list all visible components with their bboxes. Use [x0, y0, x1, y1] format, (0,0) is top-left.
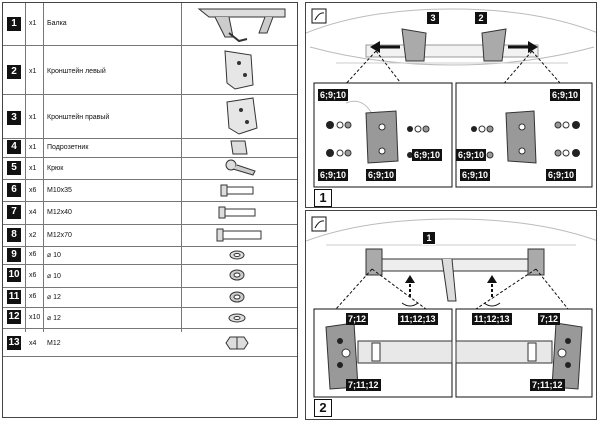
part-qty: x4 [29, 209, 37, 216]
hex-nut-icon [225, 336, 249, 350]
part-qty: x6 [29, 272, 37, 279]
towbar-beam-icon [197, 8, 286, 43]
parts-row: 5 x1 Крюк [3, 157, 297, 180]
bolt-medium-icon [218, 206, 256, 219]
part-qty: x2 [29, 232, 37, 239]
installation-figure-2: 1 7;12 11;12;13 7;11;12 11;12;13 7;12 7;… [305, 210, 597, 420]
bolt-short-icon [220, 184, 254, 197]
part-number: 5 [7, 161, 21, 175]
parts-row: 11 x6 ⌀ 12 [3, 287, 297, 308]
parts-row: 4 x1 Подрозетник [3, 138, 297, 158]
part-qty: x1 [29, 144, 37, 151]
part-number: 8 [7, 228, 21, 242]
part-number: 2 [7, 65, 21, 79]
part-number: 11 [7, 290, 21, 304]
fastener-tag: 7;11;12 [346, 379, 381, 391]
part-label: M12x70 [47, 232, 72, 239]
spring-washer-icon [229, 291, 245, 303]
parts-row: 8 x2 M12x70 [3, 224, 297, 247]
parts-row: 9 x6 ⌀ 10 [3, 246, 297, 265]
fastener-tag: 6;9;10 [412, 149, 443, 161]
part-qty: x6 [29, 187, 37, 194]
part-number: 4 [7, 140, 21, 154]
callout-bracket-right-number: 3 [426, 11, 440, 25]
parts-row: 1 x1 Балка [3, 3, 297, 46]
washer-icon [229, 250, 245, 260]
parts-row: 6 x6 M10x35 [3, 179, 297, 202]
part-label: ⌀ 12 [47, 294, 61, 301]
part-number: 3 [7, 111, 21, 125]
column-divider [25, 3, 26, 332]
part-qty: x4 [29, 340, 37, 347]
part-number: 6 [7, 183, 21, 197]
spring-washer-icon [229, 269, 245, 281]
fastener-tag: 6;9;10 [318, 89, 349, 101]
callout-bracket-left-number: 2 [474, 11, 488, 25]
parts-row: 2 x1 Кронштейн левый [3, 45, 297, 95]
fastener-tag: 7;12 [346, 313, 369, 325]
part-number: 7 [7, 205, 21, 219]
part-qty: x1 [29, 68, 37, 75]
fastener-tag: 11;12;13 [472, 313, 512, 325]
part-qty: x1 [29, 114, 37, 121]
fastener-tag: 11;12;13 [398, 313, 438, 325]
part-label: M10x35 [47, 187, 72, 194]
installation-figure-1: 3 2 6;9;10 6;9;10 6;9;10 6;9;10 6;9;10 6… [305, 2, 597, 208]
fastener-tag: 6;9;10 [456, 149, 487, 161]
column-divider [43, 3, 44, 332]
part-label: Подрозетник [47, 144, 89, 151]
socket-plate-icon [230, 140, 248, 155]
part-label: M12x40 [47, 209, 72, 216]
part-qty: x10 [29, 314, 41, 321]
part-label: M12 [47, 340, 61, 347]
parts-row: 10 x6 ⌀ 10 [3, 264, 297, 288]
part-number: 9 [7, 248, 21, 262]
parts-row: 7 x4 M12x40 [3, 201, 297, 225]
callout-beam-number: 1 [422, 231, 436, 245]
fastener-tag: 7;12 [538, 313, 561, 325]
part-label: Балка [47, 20, 67, 27]
part-number: 12 [7, 310, 21, 324]
fastener-tag: 6;9;10 [366, 169, 397, 181]
part-number: 13 [7, 336, 21, 350]
fastener-tag: 6;9;10 [550, 89, 581, 101]
part-label: Кронштейн правый [47, 114, 110, 121]
part-label: ⌀ 12 [47, 315, 61, 322]
part-label: Крюк [47, 165, 64, 172]
part-qty: x6 [29, 293, 37, 300]
part-qty: x1 [29, 165, 37, 172]
part-qty: x6 [29, 251, 37, 258]
fastener-tag: 6;9;10 [318, 169, 349, 181]
fastener-tag: 7;11;12 [530, 379, 565, 391]
parts-list-table: 1 x1 Балка 2 x1 Кронштейн левый 3 x1 Кро… [2, 2, 298, 418]
left-bracket-icon [224, 50, 254, 90]
fastener-tag: 6;9;10 [460, 169, 491, 181]
parts-row: 3 x1 Кронштейн правый [3, 94, 297, 139]
part-label: ⌀ 10 [47, 252, 61, 259]
part-number: 10 [7, 268, 21, 282]
figure-number: 1 [314, 189, 332, 207]
figure-number: 2 [314, 399, 332, 417]
figure-2-drawing [306, 216, 596, 398]
washer-icon [228, 313, 246, 323]
bolt-long-icon [216, 228, 262, 242]
column-divider [181, 3, 182, 332]
part-label: Кронштейн левый [47, 68, 106, 75]
part-qty: x1 [29, 20, 37, 27]
fastener-tag: 6;9;10 [546, 169, 577, 181]
part-label: ⌀ 10 [47, 273, 61, 280]
part-number: 1 [7, 17, 21, 31]
parts-row: 12 x10 ⌀ 12 [3, 307, 297, 329]
right-bracket-icon [226, 97, 258, 135]
hook-ball-icon [225, 159, 256, 176]
parts-row: 13 x4 M12 [3, 328, 297, 357]
